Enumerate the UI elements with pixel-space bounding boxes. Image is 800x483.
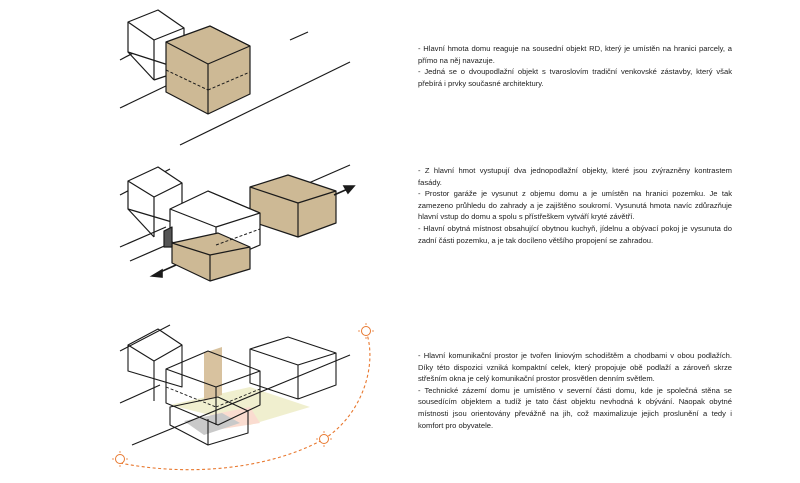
paragraph: - Z hlavní hmot vystupují dva jednopodla… — [418, 166, 732, 187]
sun-path — [119, 330, 371, 471]
text-block-extensions: - Z hlavní hmot vystupují dva jednopodla… — [418, 165, 732, 246]
sun-icon-south — [319, 434, 329, 444]
main-mass-axonometry — [119, 9, 351, 146]
text-block-main-mass: - Hlavní hmota domu reaguje na sousední … — [418, 43, 732, 89]
circulation-axonometry — [112, 323, 374, 471]
paragraph: - Hlavní obytná místnost obsahující obyt… — [418, 223, 732, 245]
diagram-extensions — [100, 155, 400, 295]
sun-icon-east — [115, 454, 125, 464]
paragraph: - Jedná se o dvoupodlažní objekt s tvaro… — [418, 67, 732, 88]
paragraph: - Hlavní hmota domu reaguje na sousední … — [418, 44, 732, 65]
rear-arrow-head — [342, 185, 356, 195]
text-block-circulation: - Hlavní komunikační prostor je tvořen l… — [418, 350, 732, 431]
paragraph: - Hlavní komunikační prostor je tvořen l… — [418, 351, 732, 384]
extensions-axonometry — [119, 164, 356, 282]
diagram-main-mass — [100, 0, 400, 150]
technical-zone — [184, 413, 240, 435]
paragraph: - Technické zázemí domu je umístěno v se… — [418, 385, 732, 430]
stair-zone — [204, 347, 222, 401]
front-arrow-head — [149, 268, 163, 278]
sun-icon-west — [361, 326, 371, 336]
diagram-circulation — [100, 315, 400, 483]
paragraph: - Prostor garáže je vysunut z objemu dom… — [418, 189, 732, 222]
garden-zone — [170, 387, 310, 425]
